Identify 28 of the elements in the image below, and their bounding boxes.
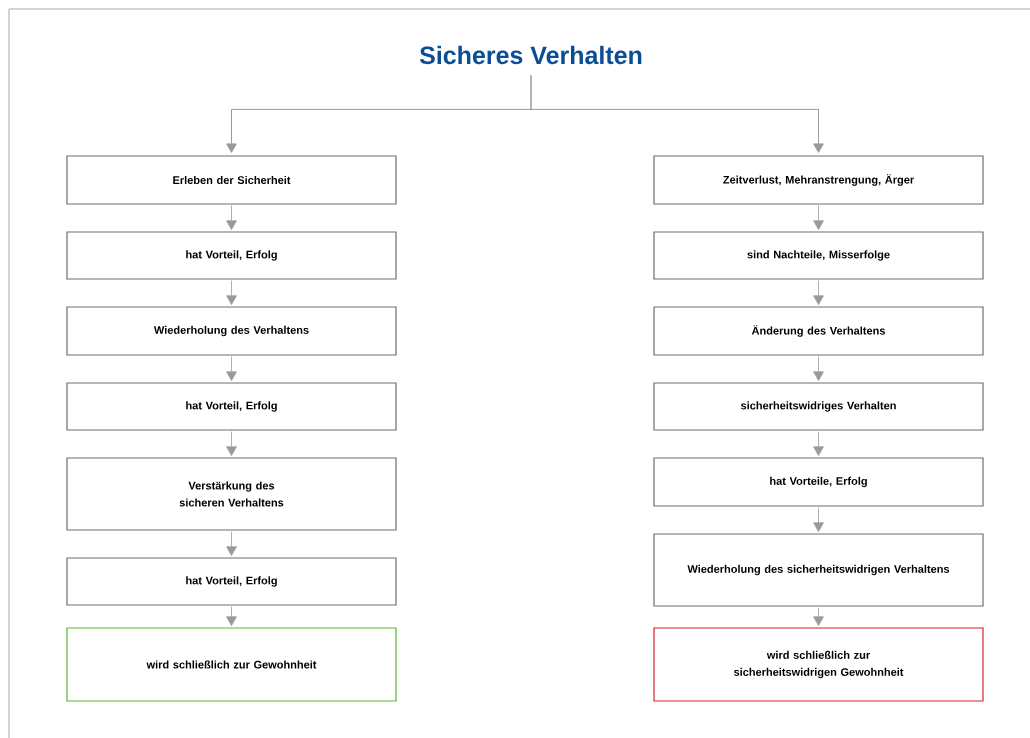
process-box: hat Vorteil, Erfolg	[66, 382, 397, 431]
arrow	[813, 607, 824, 626]
arrow	[813, 205, 824, 230]
arrow	[226, 280, 237, 305]
process-box: Erleben der Sicherheit	[66, 155, 397, 205]
arrow	[226, 431, 237, 456]
result-box: wird schließlich zur Gewohnheit	[66, 627, 397, 702]
arrow	[813, 431, 824, 456]
process-box: Änderung des Verhaltens	[653, 306, 984, 356]
arrow	[226, 205, 237, 230]
process-box: hat Vorteile, Erfolg	[653, 457, 984, 507]
process-box: hat Vorteil, Erfolg	[66, 231, 397, 280]
process-box: Wiederholung des sicherheitswidrigen Verhaltens	[653, 533, 984, 607]
process-box: sind Nachteile, Misserfolge	[653, 231, 984, 280]
arrow	[226, 356, 237, 381]
arrow	[530, 74, 824, 153]
arrow	[813, 356, 824, 381]
arrow	[226, 531, 237, 556]
arrow	[226, 606, 237, 626]
process-box: Verstärkung des sicheren Verhaltens	[66, 457, 397, 531]
process-box: sicherheitswidriges Verhalten	[653, 382, 984, 431]
title: Sicheres Verhalten	[419, 45, 642, 65]
process-box: Wiederholung des Verhaltens	[66, 306, 397, 356]
result-box: wird schließlich zur sicherheitswidrigen Gewohnheit	[653, 627, 984, 702]
arrow	[813, 280, 824, 305]
arrow	[813, 507, 824, 532]
process-box: hat Vorteil, Erfolg	[66, 557, 397, 606]
process-box: Zeitverlust, Mehranstrengung, Ärger	[653, 155, 984, 205]
